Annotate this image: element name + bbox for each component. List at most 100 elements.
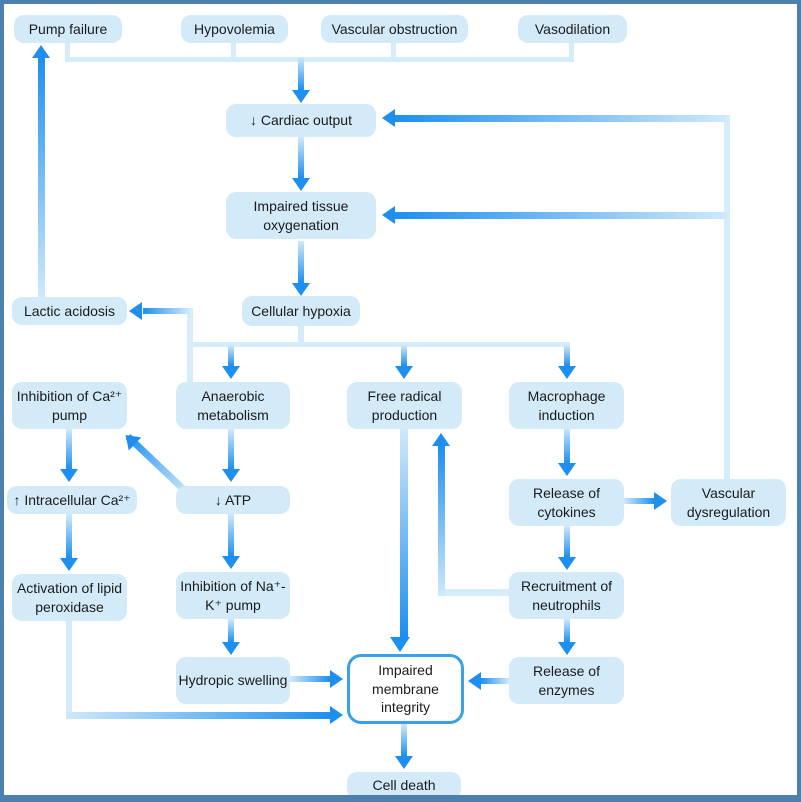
- arrowhead-membrane-to-cell-death: [395, 756, 413, 769]
- node-release-enzymes: Release of enzymes: [509, 657, 624, 704]
- arrow-anaerobic-to-atp: [228, 429, 234, 469]
- node-impaired-tissue-oxygenation: Impaired tissue oxygenation: [226, 192, 376, 239]
- node-pump-failure-label: Pump failure: [28, 20, 108, 37]
- node-activation-lipid-peroxidase: Activation of lipid peroxidase: [12, 574, 127, 621]
- node-inhibition-na-k-pump: Inhibition of Na⁺-K⁺ pump: [176, 572, 290, 619]
- arrow-intracellular-ca-to-lipid-peroxidase: [66, 514, 72, 558]
- node-impaired-membrane-integrity: Impaired membrane integrity: [347, 654, 464, 724]
- arrowhead-neutrophils-to-enzymes: [558, 642, 576, 655]
- arrow-lipid-peroxidase-to-membrane: [66, 712, 330, 719]
- arrowhead-cytokines-to-vascular-dysregulation: [654, 492, 667, 510]
- arrowhead-enzymes-to-membrane: [468, 672, 481, 690]
- node-cell-death: Cell death: [347, 772, 461, 795]
- arrowhead-hydropic-to-membrane: [330, 670, 343, 688]
- arrow-cytokines-to-neutrophils: [564, 526, 570, 557]
- arrowhead-lactic-to-pump-failure: [32, 45, 50, 58]
- node-inhibition-na-k-pump-label: Inhibition of Na⁺-K⁺ pump: [180, 578, 286, 613]
- arrow-lactic-to-pump-failure: [38, 57, 45, 297]
- connector-vasodilation-stub: [569, 42, 574, 62]
- arrow-anaerobic-to-lactic-acidosis: [143, 308, 189, 314]
- arrowhead-hypoxia-to-free-radical: [395, 366, 413, 379]
- arrow-neutrophils-to-free-radical: [438, 446, 445, 596]
- arrowhead-hypoxia-to-anaerobic: [222, 366, 240, 379]
- node-recruitment-neutrophils-label: Recruitment of neutrophils: [520, 578, 613, 613]
- arrowhead-impaired-tissue-to-cellular-hypoxia: [292, 283, 310, 296]
- arrowhead-anaerobic-to-atp: [222, 469, 240, 482]
- node-lactic-acidosis-label: Lactic acidosis: [23, 302, 116, 319]
- arrowhead-hypoxia-to-macrophage: [558, 366, 576, 379]
- arrow-hypoxia-to-anaerobic: [228, 345, 234, 366]
- arrowhead-na-k-pump-to-hydropic: [222, 642, 240, 655]
- arrow-hypoxia-to-macrophage: [564, 345, 570, 366]
- arrow-na-k-pump-to-hydropic: [228, 619, 234, 642]
- connector-cellular-hypoxia-stub: [298, 326, 304, 344]
- node-inhibition-ca-pump-label: Inhibition of Ca²⁺ pump: [16, 388, 123, 423]
- arrow-impaired-tissue-to-cellular-hypoxia: [298, 241, 304, 283]
- arrowhead-free-radical-to-membrane: [390, 637, 410, 652]
- arrow-free-radical-to-membrane: [400, 429, 408, 637]
- node-recruitment-neutrophils: Recruitment of neutrophils: [509, 572, 624, 619]
- node-vasodilation-label: Vasodilation: [534, 20, 611, 37]
- node-vascular-obstruction: Vascular obstruction: [321, 15, 468, 43]
- connector-vascular-obstruction-stub: [391, 42, 396, 62]
- arrowhead-intracellular-ca-to-lipid-peroxidase: [60, 558, 78, 571]
- node-hydropic-swelling: Hydropic swelling: [176, 657, 290, 704]
- connector-hypovolemia-stub: [231, 42, 236, 62]
- arrow-hypoxia-to-free-radical: [401, 345, 407, 366]
- arrow-enzymes-to-membrane: [481, 678, 509, 684]
- arrowhead-anaerobic-to-lactic-acidosis: [129, 302, 142, 320]
- node-cellular-hypoxia-label: Cellular hypoxia: [251, 302, 351, 319]
- node-hypovolemia-label: Hypovolemia: [194, 20, 275, 37]
- arrow-cardiac-output-to-impaired-tissue: [298, 137, 304, 178]
- arrow-macrophage-to-cytokines: [564, 427, 570, 463]
- node-inhibition-ca-pump: Inhibition of Ca²⁺ pump: [12, 382, 127, 429]
- node-hydropic-swelling-label: Hydropic swelling: [178, 672, 288, 689]
- connector-lipid-peroxidase-vertical: [66, 621, 72, 718]
- node-pump-failure: Pump failure: [14, 15, 122, 43]
- arrow-membrane-to-cell-death: [401, 724, 407, 756]
- arrow-atp-to-na-k-pump: [228, 514, 234, 556]
- arrowhead-dysregulation-to-cardiac-output: [382, 109, 395, 127]
- node-anaerobic-metabolism: Anaerobic metabolism: [176, 382, 290, 429]
- node-free-radical-production: Free radical production: [347, 382, 462, 429]
- connector-anaerobic-to-lactic-vertical: [187, 308, 193, 384]
- arrow-neutrophils-to-enzymes: [564, 619, 570, 642]
- node-free-radical-production-label: Free radical production: [367, 388, 442, 423]
- node-vascular-dysregulation-label: Vascular dysregulation: [686, 485, 771, 520]
- arrow-inhibition-ca-to-intracellular-ca: [66, 429, 72, 469]
- connector-pump-failure-stub: [65, 42, 70, 62]
- arrow-hydropic-to-membrane: [290, 676, 330, 682]
- connector-vascular-dysregulation-vertical: [724, 115, 730, 479]
- node-anaerobic-metabolism-label: Anaerobic metabolism: [197, 388, 269, 423]
- node-cardiac-output: ↓ Cardiac output: [226, 104, 376, 137]
- node-intracellular-ca: ↑ Intracellular Ca²⁺: [7, 486, 137, 514]
- node-cardiac-output-label: ↓ Cardiac output: [250, 112, 352, 129]
- arrow-dysregulation-to-cardiac-output: [395, 115, 727, 122]
- arrowhead-atp-to-na-k-pump: [222, 556, 240, 569]
- connector-causes-horizontal: [65, 57, 574, 62]
- node-release-cytokines-label: Release of cytokines: [533, 485, 600, 520]
- node-impaired-tissue-oxygenation-label: Impaired tissue oxygenation: [253, 198, 349, 233]
- arrowhead-cardiac-output-to-impaired-tissue: [292, 178, 310, 191]
- node-lactic-acidosis: Lactic acidosis: [12, 297, 127, 325]
- node-cellular-hypoxia: Cellular hypoxia: [242, 296, 360, 326]
- node-vascular-dysregulation: Vascular dysregulation: [671, 479, 786, 526]
- node-vascular-obstruction-label: Vascular obstruction: [331, 20, 458, 37]
- node-macrophage-induction-label: Macrophage induction: [527, 388, 606, 423]
- node-atp-label: ↓ ATP: [214, 491, 252, 508]
- arrow-dysregulation-to-impaired-tissue: [395, 212, 727, 219]
- arrowhead-lipid-peroxidase-to-membrane: [330, 706, 343, 724]
- node-atp: ↓ ATP: [176, 486, 290, 514]
- arrow-causes-to-cardiac-output: [298, 57, 304, 90]
- node-impaired-membrane-integrity-label: Impaired membrane integrity: [372, 662, 439, 716]
- arrowhead-macrophage-to-cytokines: [558, 463, 576, 476]
- arrowhead-neutrophils-to-free-radical: [432, 433, 450, 446]
- node-cell-death-label: Cell death: [372, 777, 436, 794]
- node-activation-lipid-peroxidase-label: Activation of lipid peroxidase: [16, 580, 123, 615]
- arrow-cytokines-to-vascular-dysregulation: [624, 498, 654, 504]
- arrowhead-causes-to-cardiac-output: [292, 90, 310, 103]
- node-macrophage-induction: Macrophage induction: [509, 382, 624, 429]
- node-hypovolemia: Hypovolemia: [181, 15, 288, 43]
- arrowhead-cytokines-to-neutrophils: [558, 557, 576, 570]
